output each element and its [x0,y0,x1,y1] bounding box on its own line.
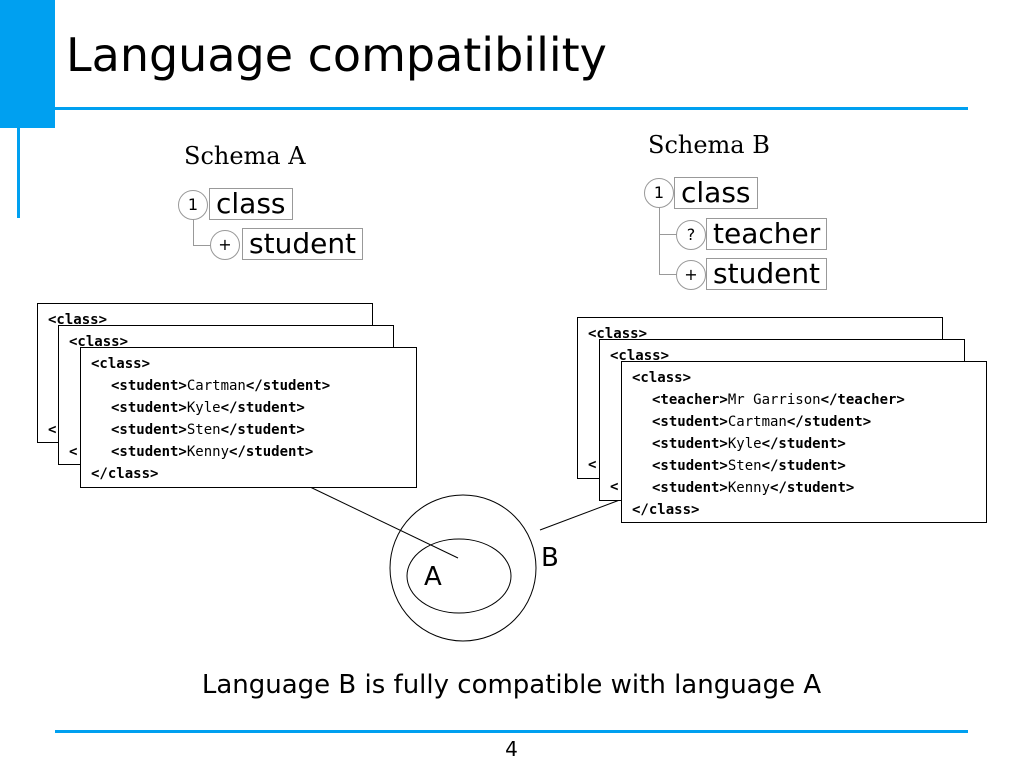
schema-b-title: Schema B [648,131,770,159]
doc-a-back-1-close: < [48,422,57,438]
doc-a-front-card: <class> <student>Cartman</student> <stud… [80,347,417,488]
doc-b-close-tag: </class> [632,502,700,518]
doc-a-row: <student>Sten</student> [111,422,305,438]
set-a-circle [406,538,512,614]
schema-b-child-node-1: teacher [706,218,828,250]
doc-b-open-tag: <class> [632,370,692,386]
doc-b-back-1-open: <class> [588,326,648,342]
slide-title: Language compatibility [66,28,607,82]
doc-b-row: <student>Kyle</student> [652,436,846,452]
doc-a-back-2-close: < [69,444,78,460]
doc-a-connector-line [307,485,459,559]
doc-a-back-1-open: <class> [48,312,108,328]
schema-a-connector [193,219,212,246]
title-underline [55,107,968,110]
doc-b-back-2-open: <class> [610,348,670,364]
doc-a-back-2-open: <class> [69,334,129,350]
doc-b-connector-line [539,497,626,531]
set-a-label: A [424,562,442,592]
schema-a-root-node: class [209,188,293,220]
doc-b-row: <student>Cartman</student> [652,414,872,430]
schema-b-root-cardinality: 1 [644,178,674,208]
schema-a-child-node: student [242,228,364,260]
accent-block [0,0,55,128]
doc-a-row: <student>Kenny</student> [111,444,314,460]
doc-b-back-1-close: < [588,457,597,473]
schema-a-title: Schema A [184,142,306,170]
slide-caption: Language B is fully compatible with lang… [201,670,822,700]
doc-b-row: <student>Kenny</student> [652,480,855,496]
schema-a-root-cardinality: 1 [178,190,208,220]
doc-b-row: <student>Sten</student> [652,458,846,474]
footer-rule [55,730,968,733]
schema-b-child-cardinality-1: ? [676,220,706,250]
set-b-circle [389,494,537,642]
schema-b-connector-1 [659,207,678,235]
accent-vertical-line [17,128,20,218]
schema-b-child-node-2: student [706,258,828,290]
schema-b-connector-2 [659,234,678,275]
doc-a-close-tag: </class> [91,466,159,482]
page-number: 4 [505,737,518,761]
doc-b-back-2-close: < [610,479,619,495]
set-b-label: B [541,543,559,573]
schema-a-child-cardinality: + [210,230,240,260]
doc-a-row: <student>Kyle</student> [111,400,305,416]
doc-b-front-card: <class> <teacher>Mr Garrison</teacher> <… [621,361,987,523]
doc-a-open-tag: <class> [91,356,151,372]
doc-a-row: <student>Cartman</student> [111,378,331,394]
doc-b-row: <teacher>Mr Garrison</teacher> [652,392,905,408]
schema-b-child-cardinality-2: + [676,260,706,290]
schema-b-root-node: class [674,177,758,209]
